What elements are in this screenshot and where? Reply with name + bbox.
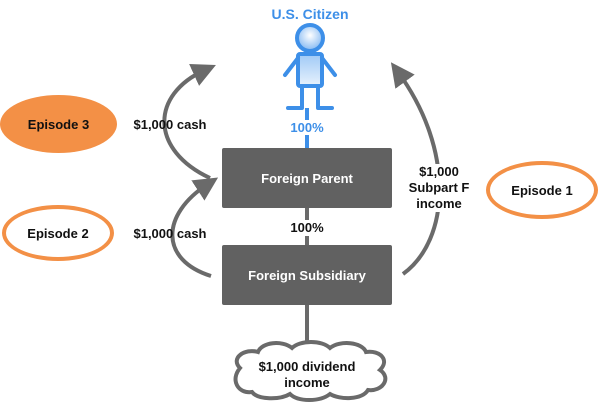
person-icon bbox=[283, 23, 337, 110]
dividend-cloud bbox=[233, 340, 388, 402]
episode3-ellipse: Episode 3 bbox=[0, 95, 117, 153]
parent-ownership-label: 100% bbox=[283, 220, 331, 236]
dividend-line2: income bbox=[284, 375, 330, 390]
citizen-ownership-label: 100% bbox=[290, 120, 324, 135]
episode1-flow-line1: $1,000 bbox=[419, 164, 459, 179]
episode1-flow-label: $1,000 Subpart F income bbox=[406, 164, 472, 212]
episode3-flow-label: $1,000 cash bbox=[133, 117, 207, 132]
episode2-arrow bbox=[170, 177, 219, 278]
citizen-label: U.S. Citizen bbox=[271, 6, 349, 22]
dividend-income-label: $1,000 dividend income bbox=[245, 359, 369, 391]
episode1-flow-line3: income bbox=[416, 196, 462, 211]
foreign-parent-box: Foreign Parent bbox=[222, 148, 392, 208]
episode3-arrow bbox=[162, 64, 216, 180]
foreign-subsidiary-box: Foreign Subsidiary bbox=[222, 245, 392, 305]
episode2-flow-label: $1,000 cash bbox=[133, 226, 207, 241]
dividend-line1: $1,000 dividend bbox=[258, 359, 356, 374]
episode1-flow-line2: Subpart F bbox=[408, 180, 470, 195]
episode1-ellipse: Episode 1 bbox=[486, 161, 598, 219]
episode2-ellipse: Episode 2 bbox=[2, 205, 114, 261]
